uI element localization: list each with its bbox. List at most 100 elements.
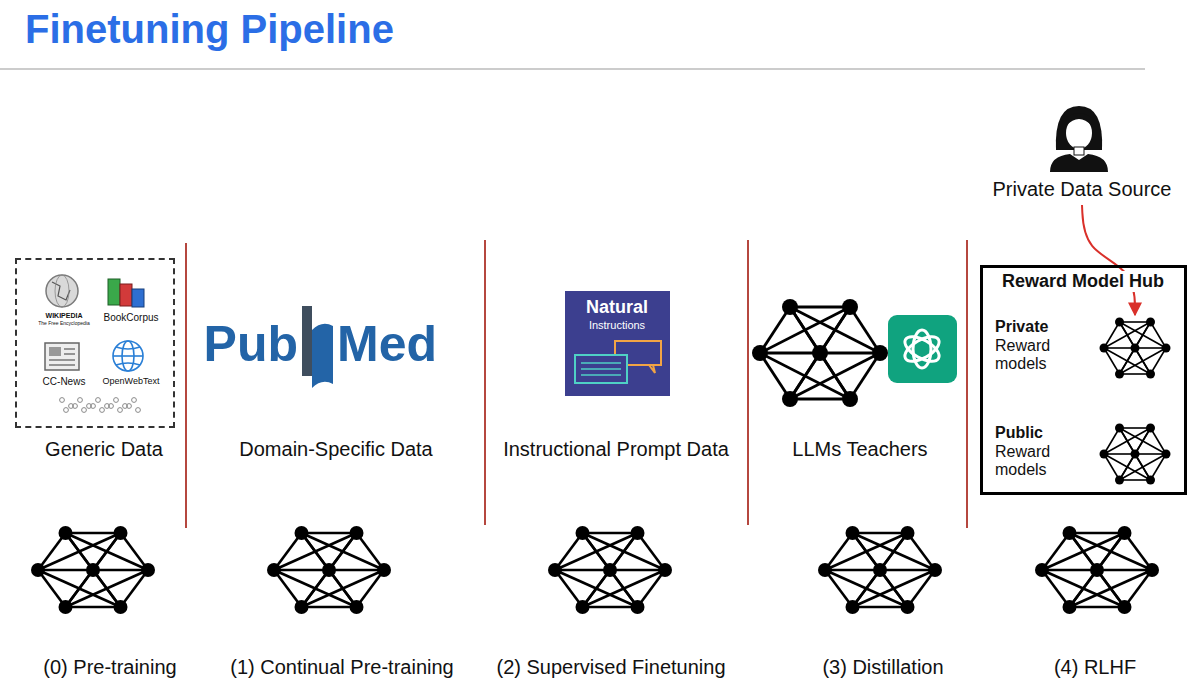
- node-text: Instructions: [589, 319, 645, 332]
- dot: [109, 404, 114, 409]
- network-link: [790, 398, 850, 401]
- bubble-tail: [649, 365, 655, 373]
- network-unit: [576, 526, 590, 540]
- node-text: Reward Model Hub: [999, 271, 1167, 292]
- network-link: [66, 533, 121, 607]
- network-glyph: [1100, 318, 1171, 379]
- node-text: Public: [995, 424, 1043, 442]
- person-icon: [1050, 106, 1108, 172]
- node-text: WIKIPEDIA: [46, 312, 83, 320]
- network-link: [853, 532, 908, 535]
- network-unit: [1090, 563, 1104, 577]
- stage-label: (0) Pre-training: [43, 656, 176, 679]
- network-link: [1120, 479, 1151, 481]
- network-unit: [1162, 344, 1171, 353]
- network-unit: [322, 563, 336, 577]
- network-link: [583, 533, 638, 607]
- network-unit: [548, 563, 562, 577]
- dot: [78, 398, 83, 403]
- network-link: [1042, 569, 1097, 572]
- wikipedia-globe: [46, 275, 78, 307]
- book-stack: [108, 279, 144, 307]
- network-link: [1104, 453, 1135, 455]
- network-unit: [842, 391, 858, 407]
- stage-label: (2) Supervised Finetuning: [496, 656, 725, 679]
- network-unit: [846, 526, 860, 540]
- network-link: [820, 352, 880, 355]
- title-rule: [0, 68, 1145, 69]
- network-link: [583, 532, 638, 535]
- network-glyph: [818, 526, 942, 614]
- dot: [136, 408, 141, 413]
- more-sources-dots: [60, 398, 141, 413]
- network-unit: [267, 563, 281, 577]
- network-unit: [1145, 563, 1159, 577]
- web-globe: [113, 341, 143, 371]
- network-link: [1120, 321, 1151, 323]
- dot: [60, 398, 65, 403]
- network-unit: [1131, 450, 1140, 459]
- network-unit: [658, 563, 672, 577]
- network-link: [1070, 532, 1125, 535]
- network-unit: [1115, 424, 1124, 433]
- network-unit: [603, 563, 617, 577]
- network-link: [302, 606, 357, 609]
- data-label: LLMs Teachers: [792, 438, 927, 461]
- data-label: Generic Data: [45, 438, 163, 461]
- network-unit: [928, 563, 942, 577]
- network-link: [274, 569, 329, 572]
- dot: [96, 398, 101, 403]
- node-text: OpenWebText: [103, 376, 160, 386]
- network-unit: [31, 563, 45, 577]
- network-unit: [901, 526, 915, 540]
- node-text: CC-News: [43, 376, 86, 388]
- network-unit: [295, 600, 309, 614]
- data-label: Instructional Prompt Data: [503, 438, 729, 461]
- dot: [127, 404, 132, 409]
- network-link: [329, 569, 384, 572]
- network-link: [1120, 322, 1151, 374]
- network-unit: [1146, 370, 1155, 379]
- bubble-line: [581, 368, 621, 370]
- divider: [185, 243, 187, 528]
- network-unit: [782, 299, 798, 315]
- network-unit: [86, 563, 100, 577]
- network-unit: [1115, 318, 1124, 327]
- network-unit: [631, 600, 645, 614]
- network-glyph: [31, 526, 155, 614]
- divider: [747, 240, 749, 525]
- network-unit: [350, 600, 364, 614]
- divider: [484, 240, 486, 525]
- network-link: [1120, 373, 1151, 375]
- network-link: [853, 606, 908, 609]
- network-link: [610, 569, 665, 572]
- network-link: [1104, 347, 1135, 349]
- node-text: Reward models: [995, 337, 1077, 374]
- network-unit: [1131, 344, 1140, 353]
- network-link: [825, 569, 880, 572]
- network-unit: [1115, 476, 1124, 485]
- network-link: [1097, 569, 1152, 572]
- network-link: [66, 533, 121, 607]
- network-link: [302, 532, 357, 535]
- network-unit: [1162, 450, 1171, 459]
- network-link: [302, 533, 357, 607]
- dot: [82, 408, 87, 413]
- divider: [966, 240, 968, 528]
- dot: [91, 404, 96, 409]
- bubble: [575, 355, 627, 383]
- network-unit: [1146, 424, 1155, 433]
- bubble-line: [581, 362, 621, 364]
- network-link: [38, 569, 93, 572]
- network-unit: [59, 600, 73, 614]
- network-unit: [1100, 344, 1109, 353]
- node-text: Private: [995, 318, 1048, 336]
- network-unit: [812, 345, 828, 361]
- data-source-node: Private Data Source: [989, 176, 1176, 203]
- network-unit: [1118, 526, 1132, 540]
- network-link: [1070, 606, 1125, 609]
- network-unit: [576, 600, 590, 614]
- network-unit: [377, 563, 391, 577]
- network-unit: [1118, 600, 1132, 614]
- network-link: [66, 532, 121, 535]
